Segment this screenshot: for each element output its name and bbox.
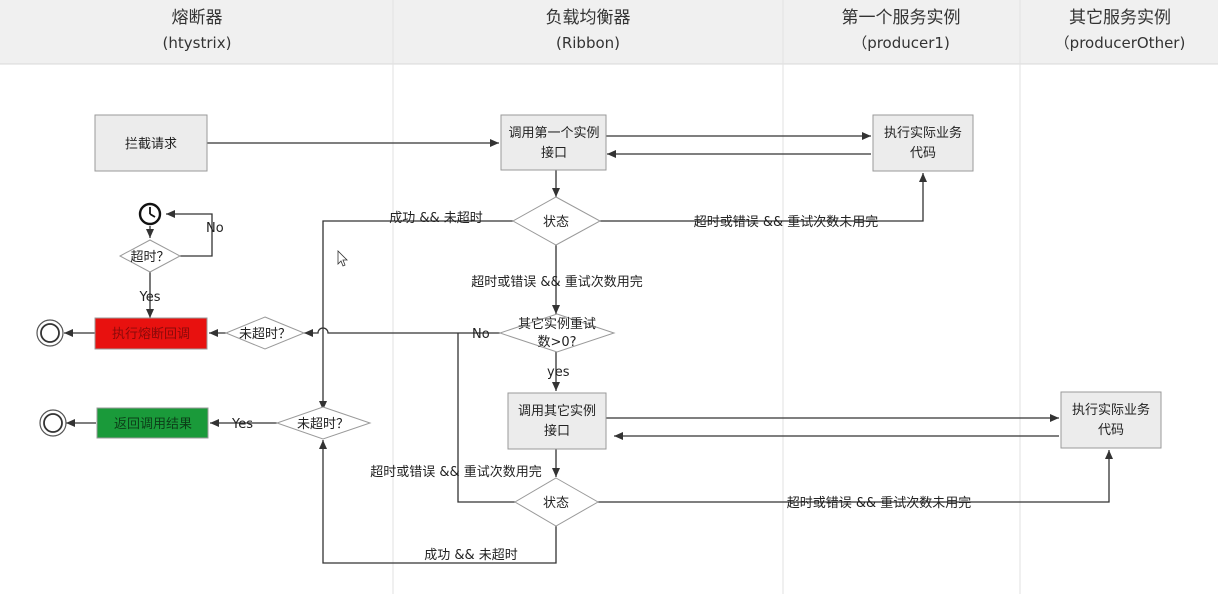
- intercept-label: 拦截请求: [125, 137, 177, 152]
- status1-diamond: [511, 196, 602, 246]
- call-first-label-2: 接口: [541, 145, 567, 161]
- exec1-label-1: 执行实际业务: [884, 125, 962, 141]
- end-icon-return: [39, 409, 67, 437]
- exec2-label-1: 执行实际业务: [1072, 402, 1150, 418]
- lane-separators: [392, 0, 1021, 594]
- edge-status2-success: [319, 440, 557, 564]
- not-timeout2-label: 未超时？: [297, 417, 349, 432]
- retry-label-2: 数>0?: [537, 335, 576, 350]
- end-icon-fallback: [36, 319, 64, 347]
- edge-timeout-no: [166, 210, 213, 257]
- edge-label-no-clock: No: [206, 221, 224, 236]
- edge-label-retry-used1: 超时或错误 && 重试次数用完: [471, 274, 643, 290]
- not-timeout1-label: 未超时？: [239, 327, 291, 342]
- lane-subtitle-producer-other: （producerOther): [1055, 34, 1186, 52]
- not-timeout1-diamond: [224, 316, 306, 350]
- edge-retry-no: [304, 327, 500, 337]
- fallback-box: [94, 317, 208, 350]
- edge-label-retry-left1: 超时或错误 && 重试次数未用完: [694, 214, 879, 230]
- edge-label-yes-timeout: Yes: [139, 290, 161, 305]
- exec1-label-2: 代码: [910, 146, 936, 161]
- return-box: [96, 407, 209, 439]
- timeout-diamond: [118, 239, 182, 273]
- lane-title-producer-other: 其它服务实例: [1069, 8, 1171, 28]
- edge-status2-retry-used: [457, 333, 515, 503]
- status2-diamond: [514, 477, 600, 527]
- lane-title-hystrix: 熔断器: [172, 8, 223, 28]
- edge-label-no-retry: No: [472, 327, 490, 342]
- call-other-box: [507, 392, 607, 450]
- call-first-box: [500, 114, 607, 171]
- retry-label-1: 其它实例重试: [518, 316, 596, 332]
- edge-status1-success: [319, 220, 513, 410]
- edge-label-success2: 成功 && 未超时: [424, 548, 518, 563]
- edge-label-retry-left2: 超时或错误 && 重试次数未用完: [787, 495, 972, 511]
- not-timeout2-diamond: [275, 406, 372, 440]
- return-result-label: 返回调用结果: [114, 417, 192, 432]
- status1-label: 状态: [543, 215, 569, 230]
- timeout-check-label: 超时？: [130, 250, 169, 265]
- mouse-cursor-icon: [337, 250, 348, 267]
- lane-subtitle-producer1: （producer1): [852, 34, 950, 52]
- exec2-box: [1060, 391, 1162, 449]
- edge-label-yes-retry: yes: [547, 365, 570, 380]
- edge-status2-to-exec2: [598, 450, 1113, 503]
- call-other-label-2: 接口: [544, 423, 570, 439]
- edge-label-yes-return: Yes: [231, 417, 253, 432]
- lane-title-producer1: 第一个服务实例: [842, 8, 961, 28]
- fallback-label: 执行熔断回调: [112, 327, 190, 342]
- status2-label: 状态: [543, 496, 569, 511]
- lane-subtitle-ribbon: (Ribbon): [556, 34, 620, 52]
- edge-label-retry-used2: 超时或错误 && 重试次数用完: [370, 464, 542, 480]
- call-first-label-1: 调用第一个实例: [508, 126, 599, 141]
- edge-label-success1: 成功 && 未超时: [389, 211, 483, 226]
- exec2-label-2: 代码: [1098, 423, 1124, 438]
- header-band: [0, 0, 1218, 64]
- retry-diamond: [498, 313, 616, 353]
- lane-subtitle-hystrix: (htystrix): [163, 34, 232, 52]
- lane-title-ribbon: 负载均衡器: [546, 8, 631, 28]
- clock-icon: [138, 202, 162, 226]
- intercept-box: [94, 114, 208, 172]
- call-other-label-1: 调用其它实例: [518, 403, 596, 419]
- edge-status1-to-exec1: [600, 173, 927, 222]
- exec1-box: [872, 114, 974, 172]
